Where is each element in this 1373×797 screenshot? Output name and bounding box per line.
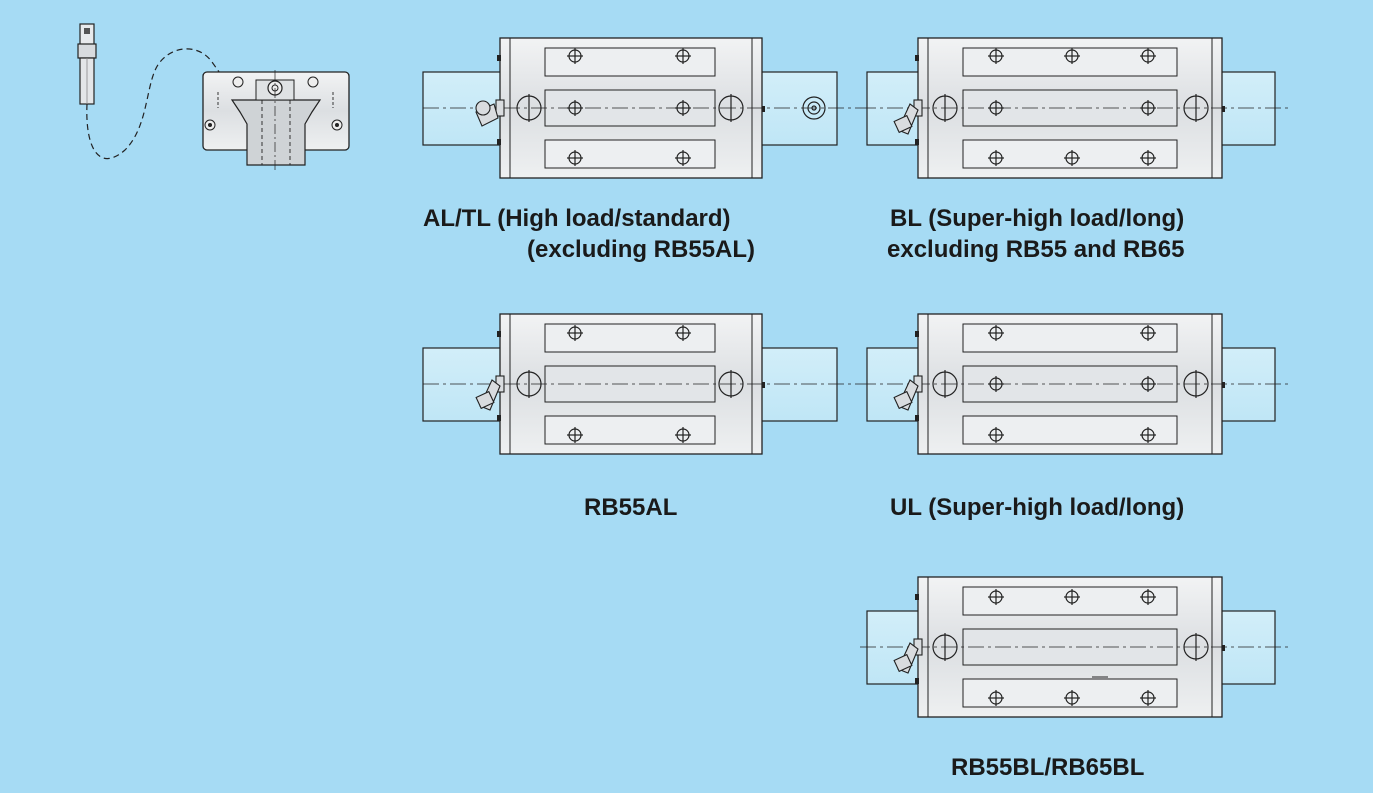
grease-nipple-icon xyxy=(475,99,505,127)
block-al-tl xyxy=(422,37,860,179)
grease-tool-icon xyxy=(77,23,97,105)
caption-bl-line2: excluding RB55 and RB65 xyxy=(887,236,1185,263)
block-rb55al xyxy=(422,313,860,455)
grease-nipple-icon xyxy=(893,638,923,674)
grease-nipple-icon xyxy=(893,375,923,411)
caption-bl-line1: BL (Super-high load/long) xyxy=(890,205,1185,232)
caption-al-tl-line2: (excluding RB55AL) xyxy=(527,236,756,263)
caption-ul: UL (Super-high load/long) xyxy=(890,494,1185,521)
caption-rb55al: RB55AL xyxy=(584,494,678,521)
block-ul xyxy=(860,313,1290,455)
grease-nipple-icon xyxy=(893,99,923,135)
bottom-border xyxy=(0,793,1373,797)
block-cross-section xyxy=(202,70,350,170)
caption-rb55bl-rb65bl: RB55BL/RB65BL xyxy=(951,754,1145,781)
grease-nipple-icon xyxy=(475,375,505,411)
caption-al-tl-line1: AL/TL (High load/standard) xyxy=(423,205,731,232)
block-bl xyxy=(860,37,1290,179)
block-rb55bl-rb65bl xyxy=(860,576,1290,718)
